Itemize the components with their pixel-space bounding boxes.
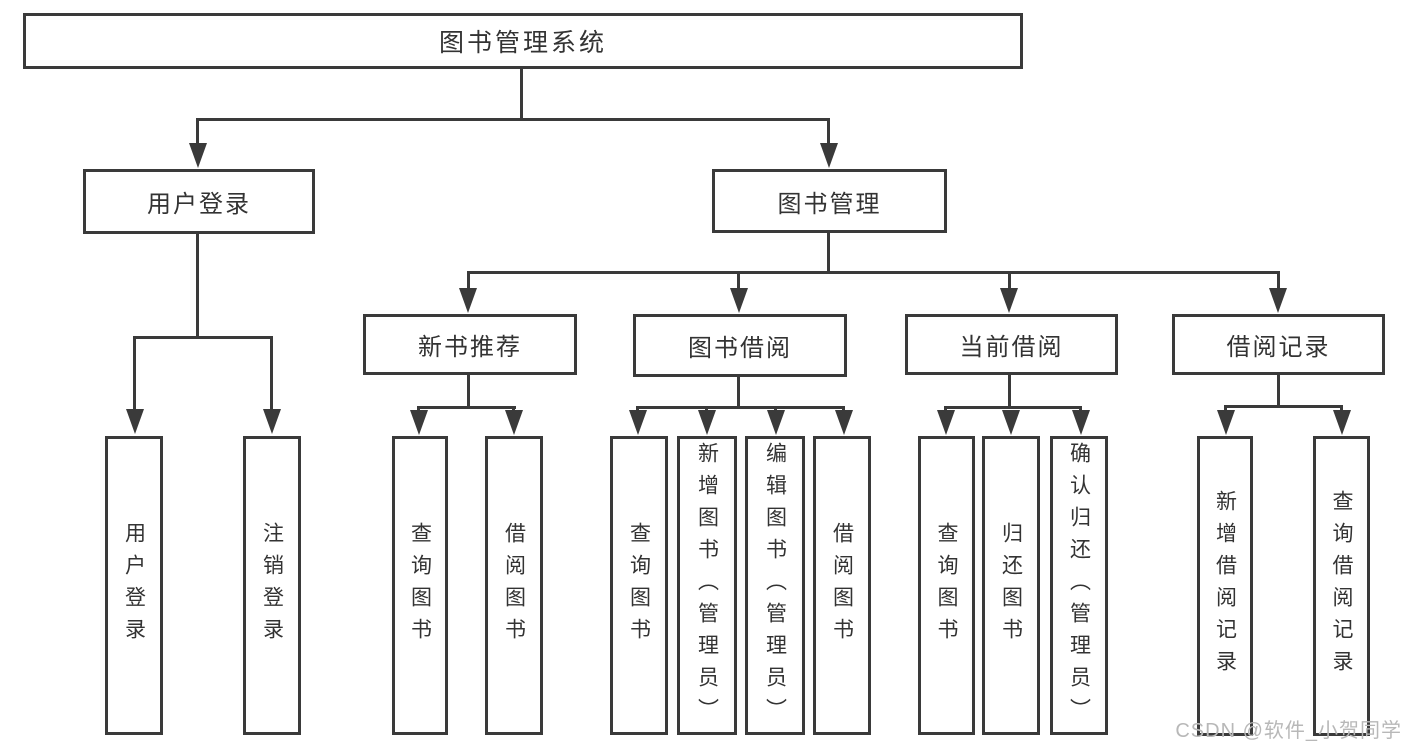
connector-book-borrow-stub [737,377,740,409]
connector-drop-login-leaf2 [270,336,273,414]
leaf-new-books-query: 查询图书 [392,436,448,735]
connector-current-borrow-children [944,406,1082,409]
node-new-books: 新书推荐 [363,314,577,375]
connector-login-children [133,336,273,339]
arrowhead-down-icon [698,410,716,435]
connector-drop-current-borrow [1008,271,1011,293]
connector-drop-book-borrow [737,271,740,293]
leaf-borrow-borrow-label: 借阅图书 [830,521,854,650]
connector-new-books-stub [467,375,470,409]
leaf-records-query-label: 查询借阅记录 [1330,490,1353,682]
leaf-logout-label: 注销登录 [260,521,284,650]
leaf-current-return: 归还图书 [982,436,1040,735]
leaf-borrow-query: 查询图书 [610,436,668,735]
arrowhead-down-icon [1333,410,1351,435]
node-user-login: 用户登录 [83,169,315,234]
leaf-user-login: 用户登录 [105,436,163,735]
leaf-borrow-borrow: 借阅图书 [813,436,871,735]
node-current-borrow: 当前借阅 [905,314,1118,375]
connector-borrow-records-stub [1277,375,1280,408]
leaf-current-confirm-admin: 确认归还（管理员） [1050,436,1108,735]
arrowhead-down-icon [1002,410,1020,435]
leaf-current-confirm-admin-label: 确认归还（管理员） [1067,441,1091,730]
connector-root-stub [520,69,523,121]
arrowhead-down-icon [1072,410,1090,435]
connector-drop-login [196,118,199,148]
leaf-records-add-label: 新增借阅记录 [1213,490,1237,682]
leaf-user-login-label: 用户登录 [122,521,146,650]
arrowhead-down-icon [1217,410,1235,435]
connector-drop [1224,405,1227,413]
arrowhead-down-icon [835,410,853,435]
leaf-new-books-borrow: 借阅图书 [485,436,543,735]
arrowhead-down-icon [1000,288,1018,313]
arrowhead-down-icon [767,410,785,435]
node-user-login-label: 用户登录 [147,191,251,218]
node-root-library-system: 图书管理系统 [23,13,1023,69]
arrowhead-down-icon [937,410,955,435]
leaf-new-books-query-label: 查询图书 [408,521,432,650]
leaf-borrow-edit-admin: 编辑图书（管理员） [745,436,805,735]
arrowhead-down-icon [410,410,428,435]
arrowhead-down-icon [1269,288,1287,313]
leaf-current-return-label: 归还图书 [999,521,1023,650]
leaf-current-query-label: 查询图书 [935,521,958,650]
arrowhead-down-icon [189,143,207,168]
node-book-management: 图书管理 [712,169,947,233]
leaf-borrow-query-label: 查询图书 [627,521,651,650]
connector-management-stub [827,233,830,274]
leaf-borrow-add-admin-label: 新增图书（管理员） [695,441,719,730]
leaf-borrow-edit-admin-label: 编辑图书（管理员） [763,441,787,730]
arrowhead-down-icon [629,410,647,435]
connector-new-books-children [417,406,516,409]
node-borrow-records-label: 借阅记录 [1226,334,1331,361]
leaf-logout: 注销登录 [243,436,301,735]
node-borrow-records: 借阅记录 [1172,314,1385,375]
connector-book-borrow-children [636,406,845,409]
connector-drop-new-books [467,271,470,293]
node-book-borrow-label: 图书借阅 [688,335,792,362]
arrowhead-down-icon [126,409,144,434]
arrowhead-down-icon [263,409,281,434]
node-book-borrow: 图书借阅 [633,314,847,377]
leaf-records-add: 新增借阅记录 [1197,436,1253,736]
connector-drop-borrow-records [1277,271,1280,293]
node-book-management-label: 图书管理 [777,190,882,218]
leaf-current-query: 查询图书 [918,436,975,735]
arrowhead-down-icon [459,288,477,313]
connector-level1 [196,118,830,121]
arrowhead-down-icon [820,143,838,168]
connector-login-stub [196,234,199,339]
csdn-watermark: CSDN @软件_小贺同学 [1175,720,1402,742]
leaf-new-books-borrow-label: 借阅图书 [502,521,526,650]
node-new-books-label: 新书推荐 [418,334,522,361]
leaf-borrow-add-admin: 新增图书（管理员） [677,436,737,735]
arrowhead-down-icon [730,288,748,313]
connector-drop-management [827,118,830,148]
connector-current-borrow-stub [1008,375,1011,409]
leaf-records-query: 查询借阅记录 [1313,436,1370,736]
connector-drop-login-leaf1 [133,336,136,414]
connector-borrow-records-children [1224,405,1343,408]
connector-level2 [467,271,1280,274]
connector-drop [1340,405,1343,413]
node-current-borrow-label: 当前借阅 [959,334,1064,361]
arrowhead-down-icon [505,410,523,435]
node-root-label: 图书管理系统 [438,29,607,57]
